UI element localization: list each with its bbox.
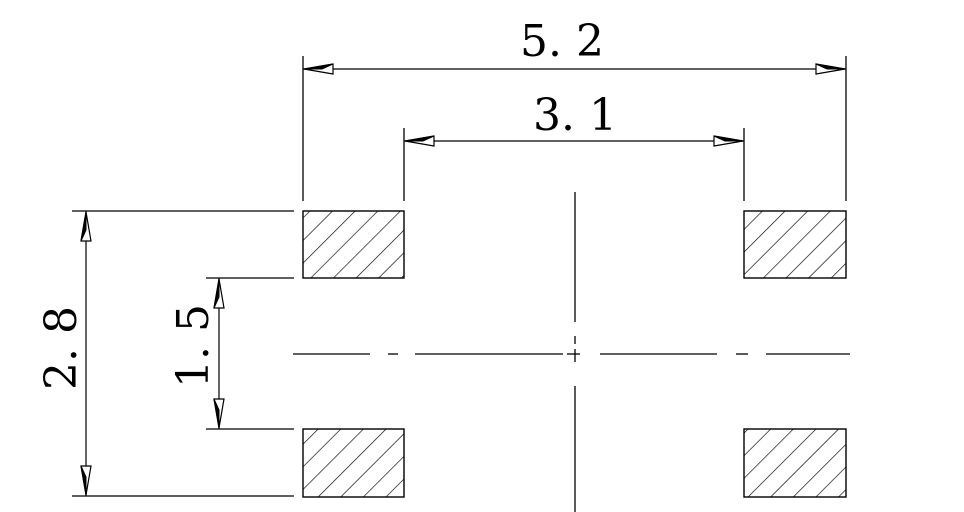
dimension-label-overall-height: 2. 8 (36, 306, 87, 390)
dimension-label-overall-width: 5. 2 (520, 16, 604, 67)
extension-lines (72, 56, 847, 497)
dimension-label-inner-gap: 3. 1 (533, 90, 617, 141)
pad-top-right (743, 210, 847, 279)
pad-bottom-right (743, 428, 847, 498)
pad-top-left (302, 210, 405, 279)
dimension-inner-gap: 3. 1 (404, 90, 744, 147)
dimension-overall-height: 2. 8 (36, 211, 92, 496)
pad-bottom-left (302, 428, 405, 498)
dimension-inner-height: 1. 5 (168, 278, 225, 429)
dimension-label-inner-height: 1. 5 (168, 304, 219, 388)
dimension-overall-width: 5. 2 (303, 16, 846, 75)
